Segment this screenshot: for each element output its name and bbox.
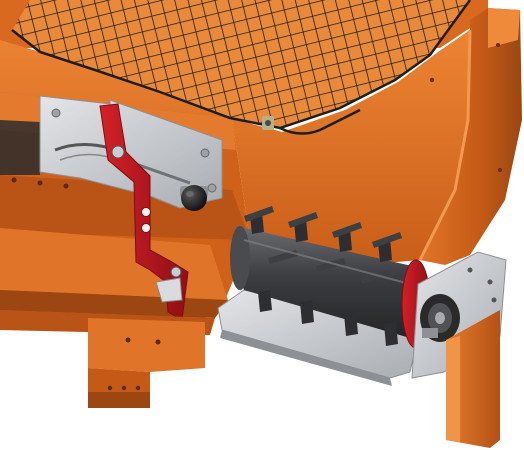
lower-rail xyxy=(0,310,215,408)
spiked-roller xyxy=(217,206,421,386)
sensor-fitting-icon xyxy=(262,116,274,130)
support-leg xyxy=(446,310,500,448)
control-knob xyxy=(180,185,208,211)
